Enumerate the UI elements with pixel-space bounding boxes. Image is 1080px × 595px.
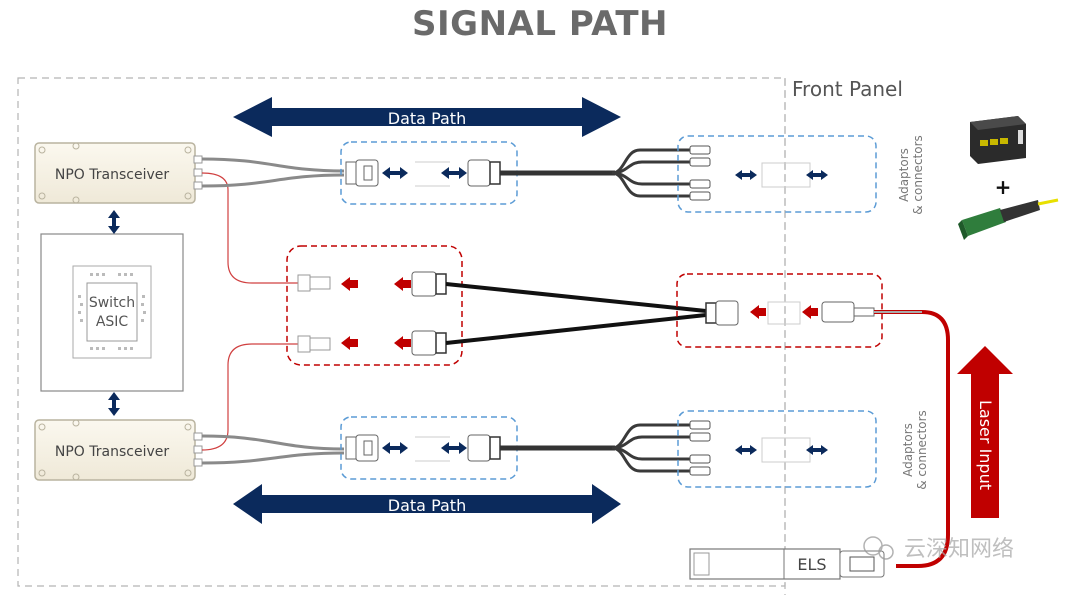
switch-asic: Switch ASIC — [40, 233, 184, 392]
svg-text:Adaptors: Adaptors — [901, 423, 915, 477]
adaptor-outline-top — [761, 162, 811, 188]
laser-arrow-icon — [394, 277, 411, 291]
bidir-arrow-icon — [382, 442, 408, 454]
laser-input-label: Laser Input — [976, 400, 995, 490]
diagram-title: SIGNAL PATH — [412, 4, 668, 44]
watermark-text: 云深知网络 — [904, 537, 1014, 562]
laser-input-arrow: Laser Input — [957, 346, 1013, 518]
laser-arrow-icon — [341, 277, 358, 291]
npo-label-top: NPO Transceiver — [55, 167, 169, 183]
asic-label-line2: ASIC — [96, 314, 129, 330]
bidir-arrow-icon — [382, 167, 408, 179]
npo-transceiver-top: NPO Transceiver — [34, 142, 203, 204]
lc-connectors-top — [689, 145, 711, 201]
adapter-outline-bottom — [415, 436, 450, 462]
svg-text:& connectors: & connectors — [911, 135, 925, 215]
laser-fiber-bottom — [201, 343, 298, 451]
laser-front-adapter — [767, 301, 801, 325]
bidir-arrow-icon — [806, 170, 828, 180]
asic-npo-arrow-top — [108, 210, 120, 234]
bidir-arrow-icon — [441, 167, 467, 179]
laser-arrow-icon — [394, 336, 411, 350]
front-panel-label: Front Panel — [792, 77, 903, 101]
adapter-product-image — [970, 116, 1026, 164]
laser-cable-1 — [445, 282, 707, 313]
data-fiber-bottom-2 — [201, 451, 345, 465]
fanout-top — [611, 148, 690, 198]
lc-connectors-bottom — [689, 420, 711, 476]
svg-text:& connectors: & connectors — [915, 410, 929, 490]
laser-arrow-icon — [341, 336, 358, 350]
bidir-arrow-icon — [806, 445, 828, 455]
laser-connector-2 — [411, 330, 447, 356]
els-module: ELS — [689, 548, 885, 580]
mpo-connector-top-right — [467, 159, 501, 187]
adaptor-group-top — [677, 135, 877, 213]
adaptor-outline-bottom — [761, 437, 811, 463]
data-path-arrow-bottom: Data Path — [233, 484, 621, 524]
mpo-connector-bottom-right — [467, 434, 501, 462]
laser-connector-group-right — [676, 273, 883, 348]
laser-cable-2 — [445, 313, 707, 345]
data-fiber-top-2 — [201, 173, 345, 188]
laser-connector-1 — [411, 271, 447, 297]
sc-connector-product-image — [958, 198, 1059, 240]
adaptors-label-bottom: Adaptors & connectors — [901, 410, 929, 490]
watermark: 云深知网络 — [863, 536, 1014, 562]
fanout-bottom — [611, 423, 690, 473]
laser-arrow-icon — [750, 305, 766, 319]
laser-arrow-icon — [802, 305, 818, 319]
laser-front-connector-right — [821, 301, 875, 323]
adaptor-group-bottom — [677, 410, 877, 488]
plus-sign: + — [995, 175, 1012, 199]
data-path-label-top: Data Path — [388, 109, 466, 128]
els-label: ELS — [797, 555, 826, 574]
laser-fiber-top — [201, 172, 298, 284]
laser-front-connector-left — [705, 300, 739, 326]
bidir-arrow-icon — [441, 442, 467, 454]
data-fiber-top-1 — [201, 157, 345, 173]
laser-receptacle-2 — [297, 335, 331, 353]
mpo-connector-bottom-left — [345, 434, 379, 462]
laser-input-fiber — [874, 310, 950, 568]
mpo-connector-top-left — [345, 159, 379, 187]
npo-transceiver-bottom: NPO Transceiver — [34, 419, 203, 481]
adaptors-label-top: Adaptors & connectors — [897, 135, 925, 215]
asic-label-line1: Switch — [89, 295, 135, 311]
laser-connector-group-left — [286, 245, 463, 366]
svg-text:Adaptors: Adaptors — [897, 148, 911, 202]
bidir-arrow-icon — [735, 445, 757, 455]
bidir-arrow-icon — [735, 170, 757, 180]
data-fiber-bottom-1 — [201, 434, 345, 451]
npo-label-bottom: NPO Transceiver — [55, 444, 169, 460]
laser-receptacle-1 — [297, 274, 331, 292]
asic-npo-arrow-bottom — [108, 392, 120, 416]
data-path-arrow-top: Data Path — [233, 97, 621, 137]
data-path-label-bottom: Data Path — [388, 496, 466, 515]
adapter-outline-top — [415, 161, 450, 187]
